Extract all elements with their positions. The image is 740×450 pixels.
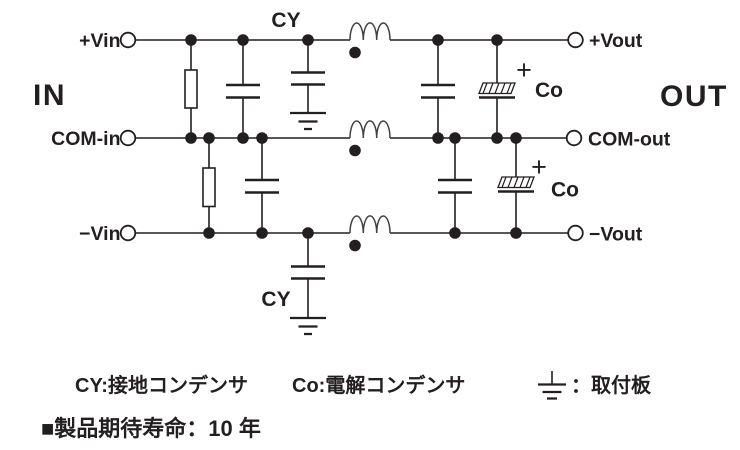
label-in: IN bbox=[33, 79, 66, 112]
legend-ground-icon bbox=[538, 371, 566, 400]
terminal-com-in bbox=[119, 129, 137, 147]
label-pos-out: +Vout bbox=[589, 30, 643, 52]
capacitor-left-top bbox=[226, 83, 260, 99]
resistor-bottom bbox=[202, 167, 216, 208]
label-cy-bottom: CY bbox=[261, 288, 290, 311]
terminal-neg-in bbox=[119, 224, 137, 242]
legend-cy: CY:接地コンデンサ bbox=[75, 373, 248, 397]
ground-icon-bottom bbox=[290, 316, 326, 336]
terminal-pos-in bbox=[119, 31, 137, 49]
inductor-common-line bbox=[349, 120, 391, 157]
inductor-positive-line bbox=[349, 22, 391, 59]
polarity-dot bbox=[349, 46, 361, 59]
legend-co: Co:電解コンデンサ bbox=[292, 373, 465, 397]
electrolytic-capacitor-top bbox=[478, 82, 516, 99]
polarity-dot bbox=[349, 239, 361, 252]
electrolytic-capacitor-bottom bbox=[497, 176, 535, 193]
label-out: OUT bbox=[660, 80, 728, 113]
label-co-top: Co bbox=[535, 79, 563, 102]
capacitor-left-bottom bbox=[245, 178, 279, 194]
ground-icon-top bbox=[290, 111, 326, 131]
terminal-pos-out bbox=[567, 31, 584, 49]
footer-product-life: ■製品期待寿命：10 年 bbox=[41, 416, 261, 441]
label-plus-bottom: + bbox=[531, 152, 547, 182]
cy-capacitor-top bbox=[291, 71, 325, 86]
capacitor-right-bottom bbox=[438, 178, 472, 194]
legend-mount: ：取付板 bbox=[571, 373, 652, 397]
vertical-wires bbox=[190, 40, 517, 318]
capacitor-right-top bbox=[421, 83, 455, 99]
label-neg-out: −Vout bbox=[589, 224, 643, 246]
resistor-top bbox=[184, 69, 198, 109]
label-plus-top: + bbox=[516, 55, 532, 85]
label-cy-top: CY bbox=[271, 9, 300, 32]
polarity-dot bbox=[349, 144, 361, 157]
legend: CY:接地コンデンサ Co:電解コンデンサ ：取付板 bbox=[75, 371, 652, 400]
inductor-negative-line bbox=[349, 215, 391, 252]
terminal-neg-out bbox=[567, 224, 584, 242]
label-co-bottom: Co bbox=[551, 179, 579, 202]
cy-capacitor-bottom bbox=[291, 265, 325, 280]
terminal-com-out bbox=[565, 129, 583, 147]
label-pos-in: +Vin bbox=[79, 30, 120, 52]
label-com-out: COM-out bbox=[588, 129, 671, 151]
label-neg-in: −Vin bbox=[79, 223, 120, 245]
label-com-in: COM-in bbox=[51, 128, 120, 150]
junction-dots bbox=[185, 34, 522, 239]
